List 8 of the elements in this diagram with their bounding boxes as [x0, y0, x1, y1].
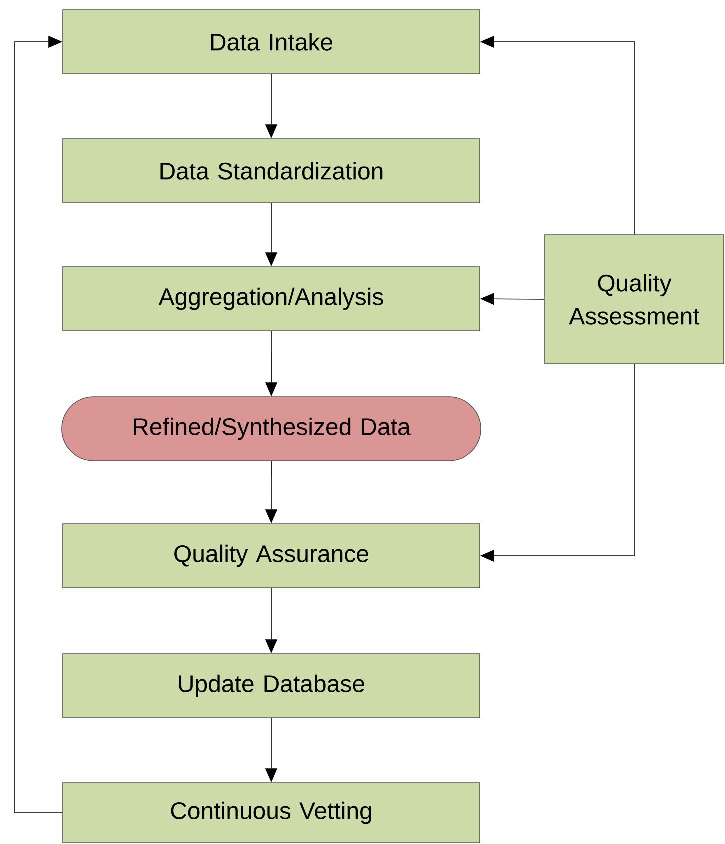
- process-box: Data Intake: [62, 10, 480, 74]
- process-box: Quality Assurance: [62, 524, 480, 588]
- process-box: Update Database: [62, 654, 480, 718]
- process-box: Aggregation/Analysis: [62, 266, 480, 332]
- process-box: Continuous Vetting: [62, 782, 480, 844]
- process-box: Quality Assessment: [544, 234, 724, 364]
- arrow: [14, 36, 63, 814]
- process-box: Data Standardization: [62, 138, 480, 204]
